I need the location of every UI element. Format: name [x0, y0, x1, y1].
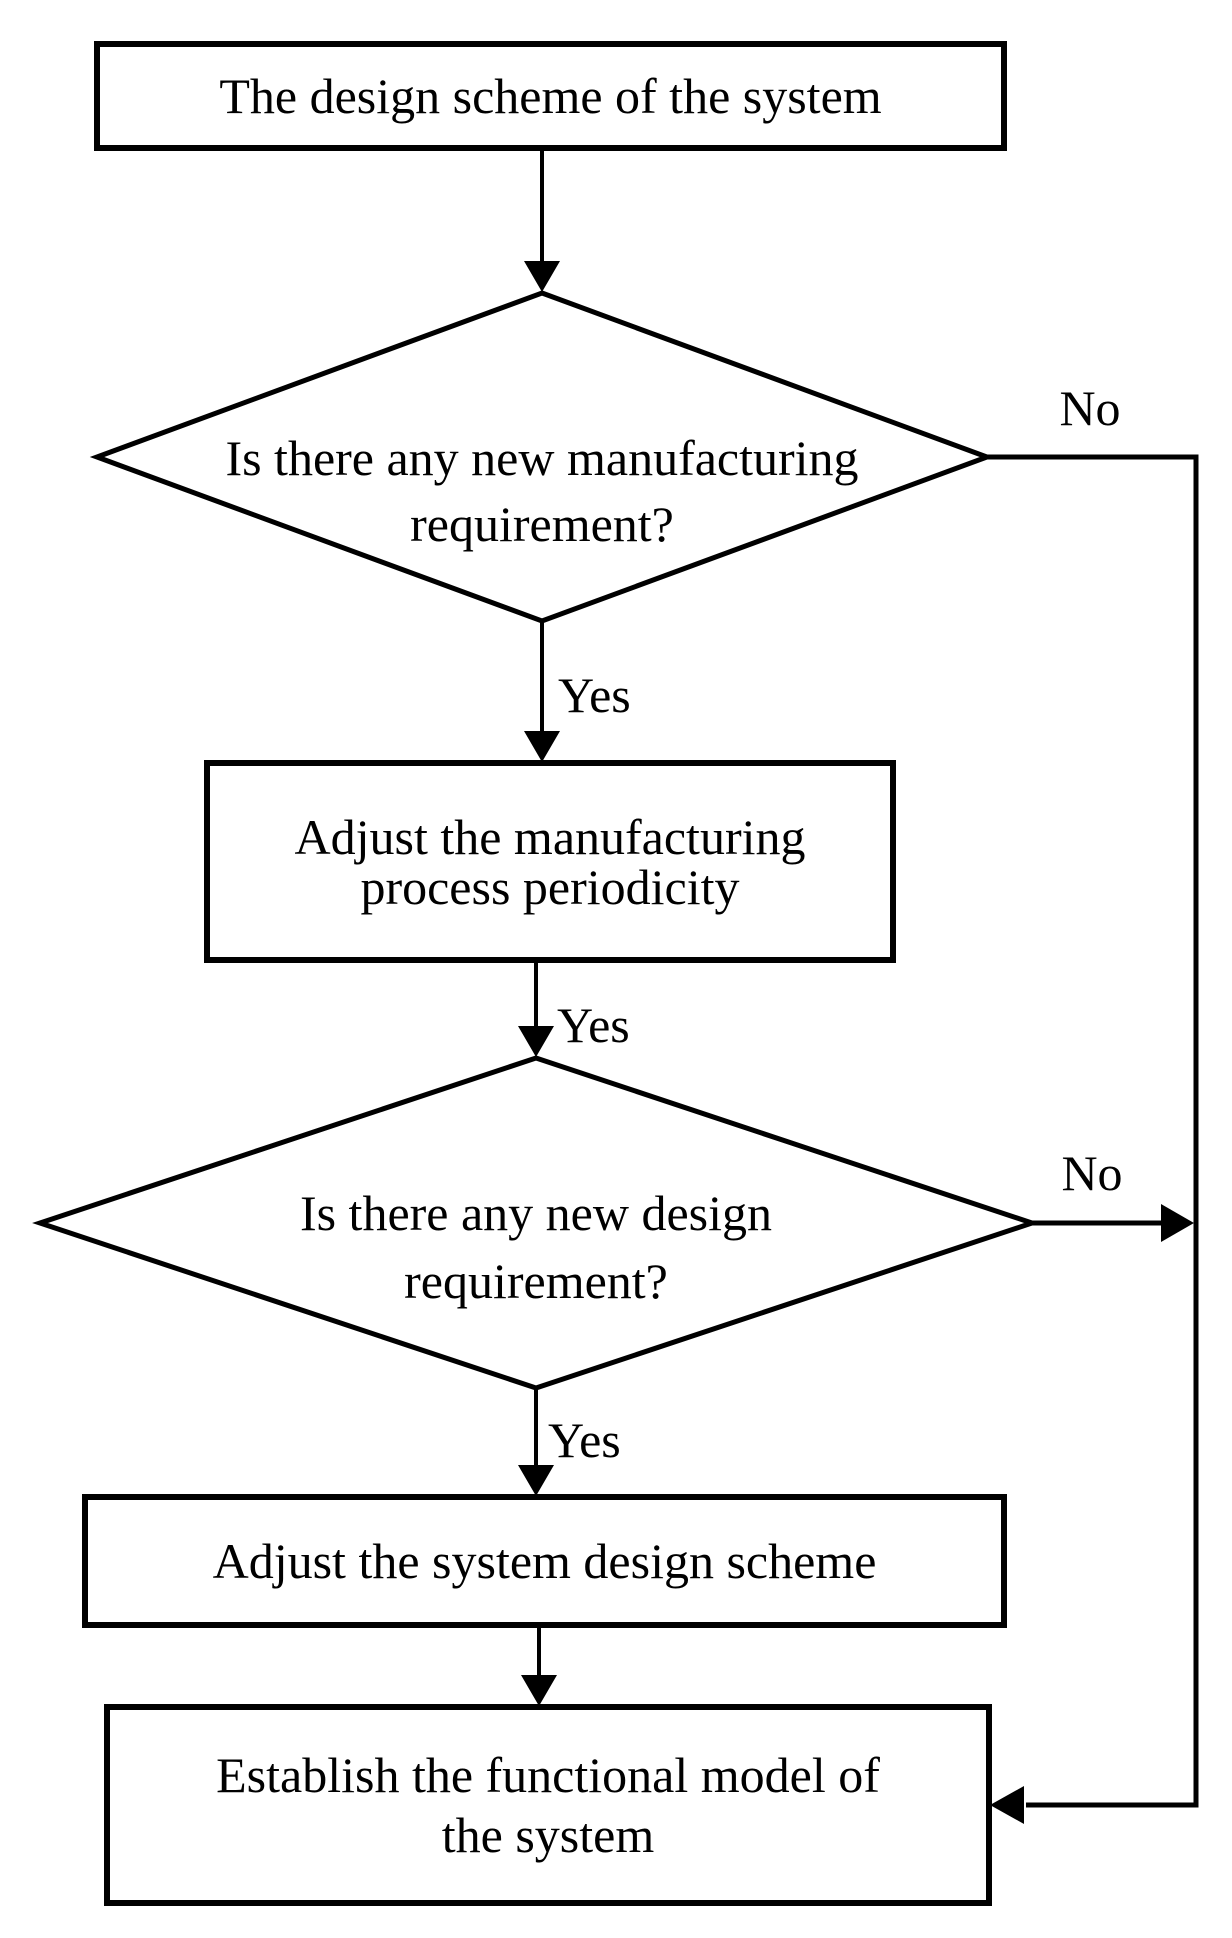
edge-label-no-manufacturing: No	[1059, 380, 1121, 436]
arrowhead-down-adjust-design	[518, 1465, 554, 1496]
node-adjust-manufacturing-line2: process periodicity	[360, 858, 740, 915]
node-decision-design-line2: requirement?	[404, 1253, 668, 1309]
arrowhead-down-decision-manufacturing	[524, 261, 560, 292]
node-start-label: The design scheme of the system	[97, 44, 1004, 148]
node-adjust-manufacturing-label: Adjust the manufacturing process periodi…	[207, 763, 893, 960]
edge-label-yes-design: Yes	[548, 1412, 621, 1468]
arrowhead-down-establish-model	[521, 1675, 557, 1706]
node-establish-model-label: Establish the functional model of the sy…	[107, 1707, 989, 1903]
node-start-line1: The design scheme of the system	[219, 68, 882, 124]
edge-label-yes-before-design: Yes	[557, 997, 630, 1053]
node-decision-design-shape	[32, 1055, 1040, 1391]
node-start-shape	[94, 41, 1007, 151]
node-adjust-manufacturing-shape	[204, 760, 896, 963]
node-adjust-manufacturing-line1: Adjust the manufacturing	[294, 808, 806, 865]
edge-no-rail	[985, 454, 1199, 1808]
edge-label-no-design: No	[1061, 1145, 1123, 1201]
node-decision-manufacturing-line2: requirement?	[410, 496, 674, 552]
node-decision-manufacturing-shape	[89, 290, 995, 624]
arrowhead-right-no-rail	[1161, 1204, 1194, 1242]
node-decision-design-line1: Is there any new design	[299, 1185, 773, 1241]
node-decision-manufacturing-line1: Is there any new manufacturing	[225, 430, 859, 486]
arrowhead-left-establish-model	[990, 1786, 1024, 1824]
edge-label-yes-manufacturing: Yes	[558, 667, 631, 723]
node-establish-model-line1: Establish the functional model of	[216, 1747, 880, 1803]
node-establish-model-line2: the system	[441, 1807, 655, 1863]
arrowhead-down-adjust-manufacturing	[524, 731, 560, 762]
node-establish-model-shape	[104, 1704, 992, 1906]
arrowhead-down-decision-design	[518, 1026, 554, 1057]
node-adjust-design-label: Adjust the system design scheme	[85, 1497, 1004, 1625]
node-adjust-design-line1: Adjust the system design scheme	[212, 1533, 877, 1589]
node-adjust-design-shape	[82, 1494, 1007, 1628]
